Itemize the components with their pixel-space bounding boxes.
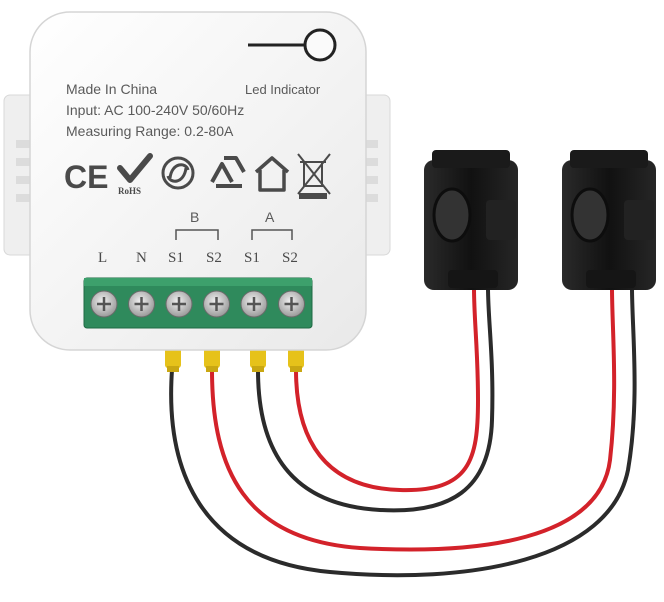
- made-in-label: Made In China: [66, 81, 157, 97]
- screw-icon[interactable]: [240, 290, 268, 318]
- rohs-check-icon: RoHS: [117, 153, 153, 196]
- screw-icon[interactable]: [278, 290, 305, 318]
- ct-clamp-1: [424, 150, 518, 290]
- ferrule: [165, 348, 181, 372]
- terminal-label-b-s2: S2: [206, 250, 222, 266]
- ferrules: [165, 348, 304, 372]
- terminal-label-b-s1: S1: [168, 250, 184, 266]
- led-indicator-label: Led Indicator: [245, 82, 321, 97]
- terminal-label-a-s2: S2: [282, 250, 298, 266]
- ce-mark-icon: CE: [64, 159, 108, 195]
- ferrule: [204, 348, 220, 372]
- terminal-group-a: A: [251, 209, 293, 240]
- terminal-label-n: N: [136, 250, 147, 266]
- led-indicator-icon: [248, 28, 337, 62]
- terminal-label-l: L: [98, 250, 107, 266]
- wire-black-1: [169, 287, 637, 578]
- group-a-label: A: [265, 209, 275, 225]
- screw-icon[interactable]: [165, 290, 193, 318]
- house-icon: [254, 156, 290, 192]
- screw-icon[interactable]: [128, 290, 155, 318]
- ferrule: [288, 348, 304, 372]
- device-body: [29, 11, 367, 351]
- recycle-icon: [210, 156, 246, 188]
- screw-icon[interactable]: [90, 290, 118, 318]
- terminal-group-b: B: [175, 209, 219, 240]
- wire-red-2: [294, 287, 481, 493]
- wire-red-1: [210, 287, 617, 552]
- screw-icon[interactable]: [203, 290, 230, 318]
- rohs-label: RoHS: [118, 186, 141, 196]
- terminal-block: [83, 277, 313, 329]
- wire-black-2: [256, 287, 495, 513]
- ct-clamp-2: [562, 150, 656, 290]
- weee-bin-icon: [297, 153, 331, 199]
- input-spec-label: Input: AC 100-240V 50/60Hz: [66, 102, 244, 118]
- ferrule: [250, 348, 266, 372]
- green-dot-icon: [161, 156, 195, 190]
- group-b-label: B: [190, 209, 199, 225]
- terminal-labels: L N S1 S2 S1 S2: [98, 250, 298, 266]
- wires: [169, 287, 637, 578]
- terminal-label-a-s1: S1: [244, 250, 260, 266]
- measuring-range-label: Measuring Range: 0.2-80A: [66, 123, 234, 139]
